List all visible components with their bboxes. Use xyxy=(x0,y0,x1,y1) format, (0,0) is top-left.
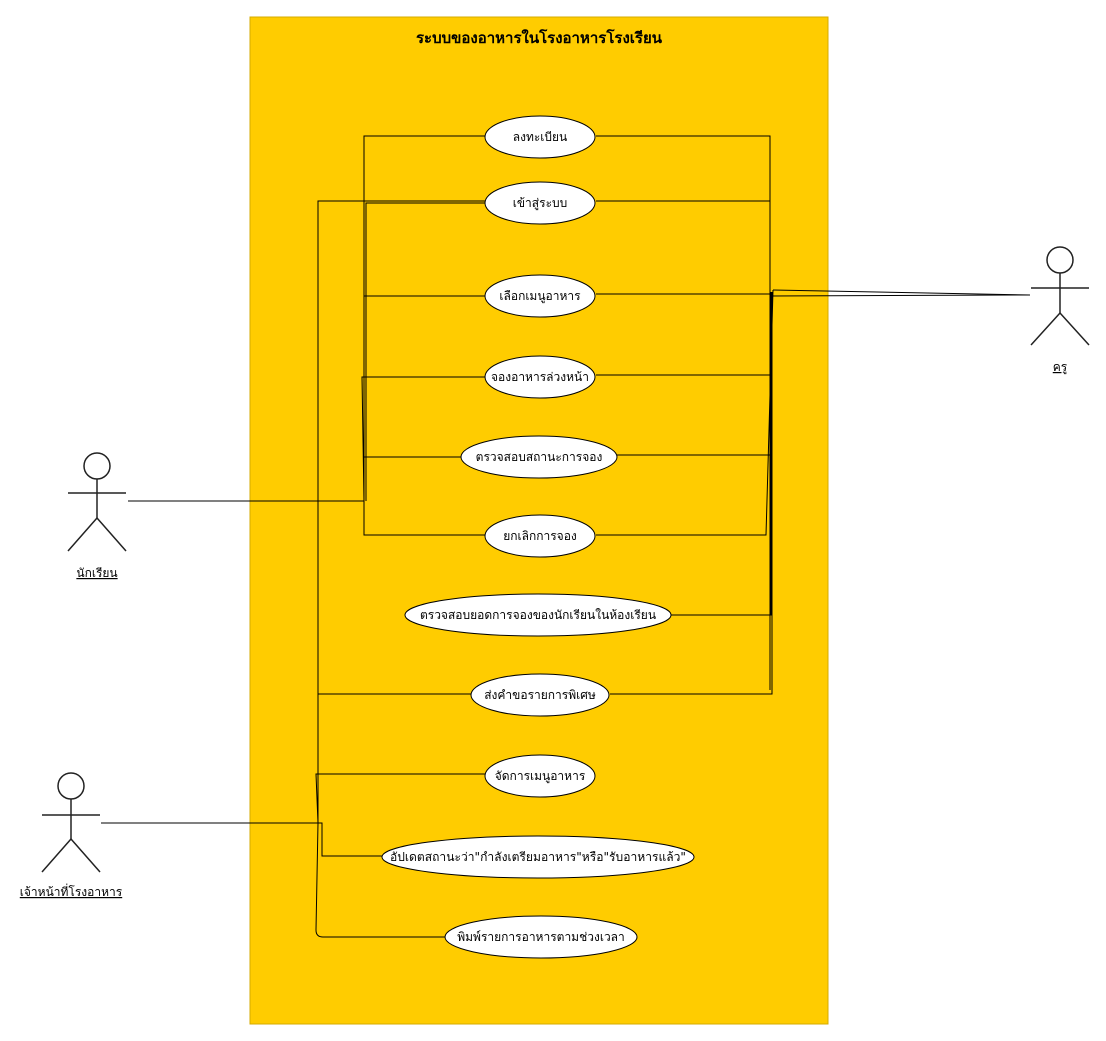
edge-student-reserve xyxy=(361,376,486,502)
actor-label-student: นักเรียน xyxy=(76,566,117,580)
edge-teacher-special xyxy=(610,292,773,695)
edge-teacher-class-total xyxy=(671,292,772,616)
edge-student-login xyxy=(365,202,486,501)
edge-staff-manage-menu xyxy=(315,773,486,824)
use-case-cancel[interactable]: ยกเลิกการจอง xyxy=(484,514,596,558)
edge-staff-update-status xyxy=(318,822,383,857)
use-case-login[interactable]: เข้าสู่ระบบ xyxy=(484,181,596,225)
use-case-label: เข้าสู่ระบบ xyxy=(513,196,568,211)
use-case-select-menu[interactable]: เลือกเมนูอาหาร xyxy=(484,274,596,318)
use-case-label: จองอาหารล่วงหน้า xyxy=(491,370,589,384)
actor-label-staff: เจ้าหน้าที่โรงอาหาร xyxy=(20,883,123,899)
use-case-update-status[interactable]: อัปเดตสถานะว่า"กำลังเตรียมอาหาร"หรือ"รับ… xyxy=(381,835,695,879)
use-case-label: ลงทะเบียน xyxy=(513,130,568,144)
use-case-label: ตรวจสอบสถานะการจอง xyxy=(476,450,603,464)
use-case-label: อัปเดตสถานะว่า"กำลังเตรียมอาหาร"หรือ"รับ… xyxy=(390,850,686,864)
use-case-label: จัดการเมนูอาหาร xyxy=(495,769,586,784)
actor-staff[interactable] xyxy=(41,772,101,873)
use-case-label: ยกเลิกการจอง xyxy=(503,529,577,543)
edge-teacher-hub-2 xyxy=(769,294,1031,297)
use-case-label: เลือกเมนูอาหาร xyxy=(499,289,581,304)
use-case-special-request[interactable]: ส่งคำขอรายการพิเศษ xyxy=(470,673,610,717)
use-case-manage-menu[interactable]: จัดการเมนูอาหาร xyxy=(484,754,596,798)
actor-teacher[interactable] xyxy=(1030,246,1090,346)
use-case-check-status[interactable]: ตรวจสอบสถานะการจอง xyxy=(460,435,618,479)
edge-teacher-hub xyxy=(772,289,1031,296)
use-case-label: พิมพ์รายการอาหารตามช่วงเวลา xyxy=(457,930,625,944)
use-case-label: ส่งคำขอรายการพิเศษ xyxy=(484,688,596,702)
system-title: ระบบของอาหารในโรงอาหารโรงเรียน xyxy=(416,28,663,47)
actor-head xyxy=(57,772,85,800)
staff-associations xyxy=(101,200,486,938)
student-associations xyxy=(128,135,486,536)
use-case-check-class-total[interactable]: ตรวจสอบยอดการจองของนักเรียนในห้องเรียน xyxy=(404,593,672,637)
edge-teacher-register xyxy=(596,135,771,690)
actor-label-teacher: ครู xyxy=(1053,360,1068,375)
edge-student-cancel xyxy=(363,501,486,536)
edge-student-register xyxy=(363,135,486,501)
actor-head xyxy=(1046,246,1074,274)
actor-student[interactable] xyxy=(67,452,127,552)
teacher-associations xyxy=(596,135,1031,695)
use-case-reserve[interactable]: จองอาหารล่วงหน้า xyxy=(484,355,596,399)
edge-staff-print xyxy=(315,822,445,938)
use-case-register[interactable]: ลงทะเบียน xyxy=(484,115,596,159)
edge-staff-login xyxy=(317,200,486,823)
use-case-label: ตรวจสอบยอดการจองของนักเรียนในห้องเรียน xyxy=(420,608,656,622)
use-case-print-report[interactable]: พิมพ์รายการอาหารตามช่วงเวลา xyxy=(444,915,638,959)
actor-head xyxy=(83,452,111,480)
